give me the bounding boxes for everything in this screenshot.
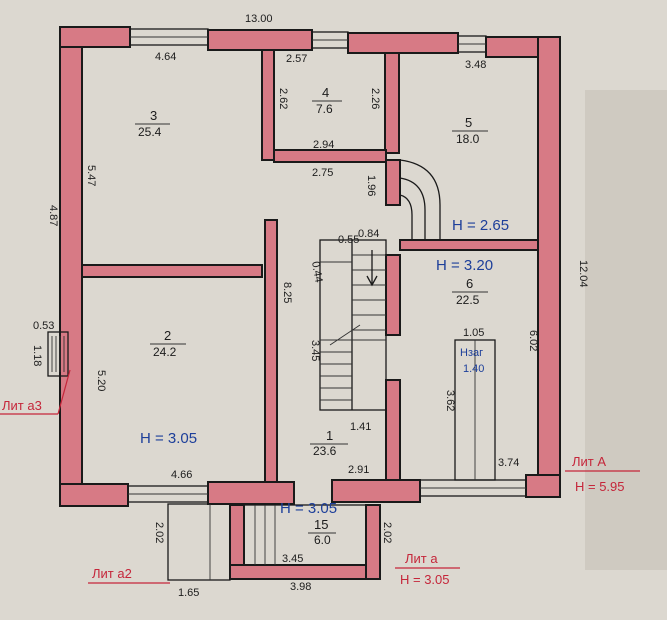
closet — [454, 339, 496, 481]
dim-right-total: 12.04 — [577, 260, 589, 288]
dim-room3-top: 4.64 — [155, 51, 176, 63]
room-5-area: 18.0 — [456, 132, 480, 146]
wall-top-3 — [347, 32, 459, 54]
dim-room6-right-h: 6.02 — [527, 330, 539, 351]
room-1-area: 23.6 — [313, 444, 337, 458]
room-2-number: 2 — [164, 328, 171, 343]
wall-bottom-3 — [331, 479, 421, 503]
paper-fold — [585, 90, 667, 570]
dim-stair-run: 3.45 — [309, 340, 321, 361]
lit-a-upper-height: H = 5.95 — [575, 479, 625, 494]
dim-room4-left: 2.62 — [277, 88, 289, 109]
dim-porch-left-offset: 1.65 — [178, 587, 199, 599]
dim-closet-h: 3.62 — [444, 390, 456, 411]
room-5-number: 5 — [465, 115, 472, 130]
porch-height: H = 3.05 — [280, 500, 337, 517]
dim-landing-h: 0.55 — [338, 234, 359, 246]
lit-a-height: H = 3.05 — [400, 572, 450, 587]
dim-closet-w: 1.05 — [463, 327, 484, 339]
dim-corridor-top: 2.94 — [313, 139, 334, 151]
wall-left — [59, 26, 83, 506]
wall-right — [537, 36, 561, 496]
dim-stair-diag: 0.44 — [309, 260, 325, 283]
interior-walls — [81, 49, 539, 483]
room-1-number: 1 — [326, 428, 333, 443]
room-4-number: 4 — [322, 85, 329, 100]
dim-porch-inner-w: 3.45 — [282, 553, 303, 565]
room-3-area: 25.4 — [138, 125, 162, 139]
dim-room1-left-h: 8.25 — [281, 282, 293, 303]
wall-bottom-4 — [525, 474, 561, 498]
dim-landing-w: 0.84 — [358, 228, 379, 240]
wall-bottom-1 — [59, 483, 129, 507]
dim-porch-right-h: 2.02 — [381, 522, 393, 543]
dim-room2-bottom: 4.66 — [171, 469, 192, 481]
dim-top-total: 13.00 — [245, 13, 273, 25]
wall-top-2 — [207, 29, 313, 51]
room-3-number: 3 — [150, 108, 157, 123]
staircase — [319, 159, 441, 411]
room-15-area: 6.0 — [314, 533, 331, 547]
room-2-area: 24.2 — [153, 345, 177, 359]
room-4-area: 7.6 — [316, 102, 333, 116]
dim-vent-w: 0.53 — [33, 320, 54, 332]
dim-room4-right: 2.26 — [369, 88, 381, 109]
room-6-area: 22.5 — [456, 293, 480, 307]
room2-height: H = 3.05 — [140, 430, 197, 447]
room6-height: H = 3.20 — [436, 257, 493, 274]
dim-vent-h: 1.18 — [31, 345, 43, 366]
dim-room4-top: 2.57 — [286, 53, 307, 65]
dim-room5-top: 3.48 — [465, 59, 486, 71]
dim-room2-left-h: 5.20 — [95, 370, 107, 391]
lit-a2-label: Лит а2 — [92, 566, 132, 581]
room5-height: H = 2.65 — [452, 217, 509, 234]
wall-top-1 — [59, 26, 131, 48]
lit-a-label: Лит а — [405, 551, 438, 566]
dim-stair-upper: 1.96 — [365, 175, 377, 196]
height-notes: H = 2.65 H = 3.20 H = 3.05 H = 3.05 Нзаг… — [140, 217, 509, 517]
vent — [47, 331, 69, 377]
dim-corridor-bottom: 2.75 — [312, 167, 333, 179]
closet-label: Нзаг — [460, 347, 483, 359]
dim-room1-bottom: 2.91 — [348, 464, 369, 476]
dim-left-total: 4.87 — [47, 205, 59, 226]
dim-room6-bottom: 3.74 — [498, 457, 519, 469]
room-labels: 3 25.4 4 7.6 5 18.0 2 24.2 1 23.6 6 22.5… — [135, 85, 488, 547]
lit-annotations: Лит а3 Лит А H = 5.95 Лит а H = 3.05 Лит… — [0, 369, 640, 587]
dim-porch-outer-w: 3.98 — [290, 581, 311, 593]
room-6-number: 6 — [466, 276, 473, 291]
dim-stair-width: 1.41 — [350, 421, 371, 433]
dimensions: 13.00 12.04 4.87 4.64 2.57 3.48 2.62 2.2… — [31, 13, 589, 599]
room-15-number: 15 — [314, 517, 328, 532]
dim-porch-left-h: 2.02 — [153, 522, 165, 543]
dim-room3-side: 5.47 — [85, 165, 97, 186]
closet-value: 1.40 — [463, 363, 484, 375]
lit-a-upper-label: Лит А — [572, 454, 606, 469]
porch — [167, 503, 381, 581]
lit-a3-label: Лит а3 — [2, 398, 42, 413]
